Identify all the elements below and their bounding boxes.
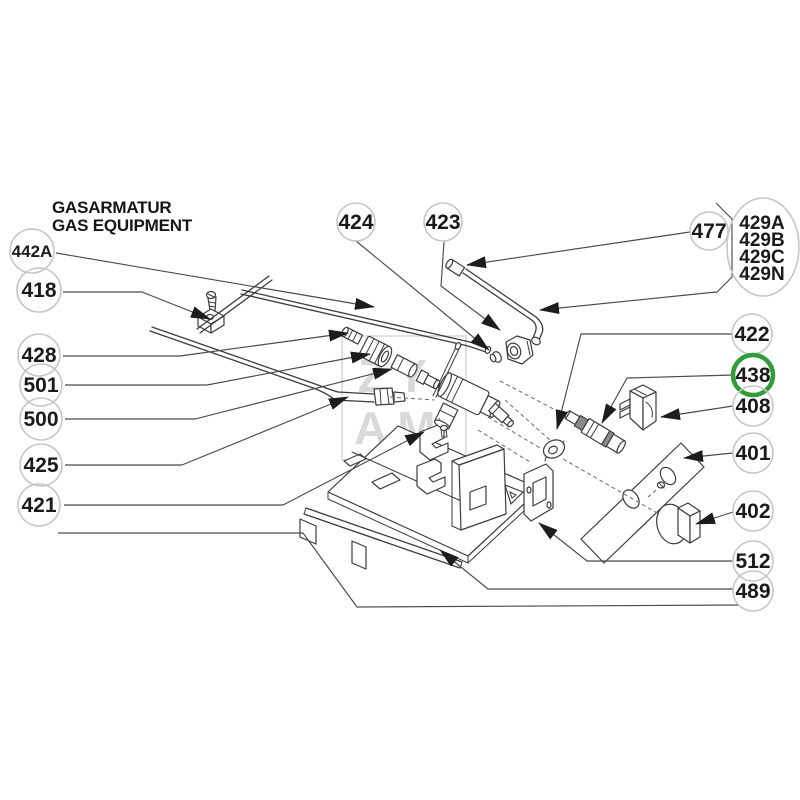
- pipe-fitting-part: [341, 326, 363, 345]
- part-label-408: 408: [735, 395, 770, 418]
- part-label-477: 477: [691, 220, 726, 243]
- thermo-pipe-part: [432, 342, 462, 398]
- support-rail-part: [299, 507, 463, 570]
- control-panel-part: [580, 442, 705, 564]
- variant-label-429C: 429C: [739, 247, 785, 268]
- leader-489: [439, 549, 733, 590]
- part-balloon-489[interactable]: 489: [732, 570, 774, 612]
- part-label-402: 402: [735, 500, 770, 523]
- part-balloon-423[interactable]: 423: [423, 202, 463, 242]
- leader-512: [538, 522, 733, 562]
- part-balloon-401[interactable]: 401: [732, 432, 774, 474]
- part-label-401: 401: [735, 442, 770, 465]
- parts-drawing: [149, 258, 705, 570]
- leader-408: [660, 405, 734, 421]
- variant-bracket: [715, 202, 733, 294]
- hex-nut-part: [505, 335, 534, 365]
- rocker-switch-part: [619, 384, 657, 431]
- part-balloon-424[interactable]: 424: [336, 202, 376, 242]
- part-label-418: 418: [21, 279, 56, 302]
- leader-421: [64, 431, 425, 506]
- grommet-part: [542, 439, 566, 462]
- leader-501: [65, 351, 371, 386]
- diagram-title: GASARMATUR GAS EQUIPMENT: [52, 198, 193, 235]
- part-label-424: 424: [338, 211, 373, 234]
- part-balloon-425[interactable]: 425: [19, 443, 63, 487]
- part-label-423: 423: [425, 211, 460, 234]
- sleeve-part: [390, 354, 418, 378]
- part-balloon-402[interactable]: 402: [732, 490, 774, 532]
- part-balloon-512[interactable]: 512: [732, 540, 774, 582]
- title-line-1: GASARMATUR: [52, 198, 172, 217]
- leader-418: [63, 291, 211, 320]
- leader-442A: [55, 252, 375, 310]
- part-balloon-422[interactable]: 422: [731, 313, 773, 355]
- part-balloon-500[interactable]: 500: [19, 397, 63, 441]
- gas-valve-part: [433, 372, 514, 438]
- leader-477-lower: [539, 291, 717, 315]
- knurled-nut-part: [358, 335, 393, 368]
- coupling-part: [415, 369, 441, 390]
- pipe-stub-part: [196, 275, 273, 334]
- part-balloon-421[interactable]: 421: [17, 483, 61, 527]
- leader-422: [555, 333, 733, 430]
- balloons: 442A 418 428 501 500 425 421 424: [9, 202, 776, 612]
- part-balloon-477[interactable]: 477: [689, 211, 729, 251]
- variant-label-429A: 429A: [739, 213, 785, 234]
- leader-424: [355, 240, 490, 351]
- retaining-clips-part: [416, 424, 449, 495]
- part-label-501: 501: [23, 374, 58, 397]
- leader-500: [65, 367, 393, 420]
- part-balloon-442A[interactable]: 442A: [9, 228, 55, 274]
- switch-bracket-part: [523, 463, 554, 522]
- leader-425: [65, 396, 349, 466]
- olive-ring-part: [489, 351, 502, 363]
- variant-label-429B: 429B: [739, 230, 784, 251]
- variant-list[interactable]: 429A 429B 429C 429N: [726, 197, 800, 297]
- leader-lines: [55, 202, 740, 608]
- part-balloon-428[interactable]: 428: [17, 333, 61, 377]
- part-label-438: 438: [735, 364, 770, 387]
- upright-bracket-part: [451, 444, 507, 531]
- part-label-422: 422: [734, 323, 769, 346]
- part-balloon-438-highlighted[interactable]: 438: [730, 352, 776, 398]
- part-label-428: 428: [21, 344, 56, 367]
- part-label-489: 489: [735, 580, 770, 603]
- part-balloon-408[interactable]: 408: [732, 385, 774, 427]
- part-balloon-501[interactable]: 501: [19, 363, 63, 407]
- part-label-442A: 442A: [12, 242, 53, 261]
- title-line-2: GAS EQUIPMENT: [52, 216, 193, 235]
- part-label-425: 425: [23, 454, 58, 477]
- alignment-dashes: [389, 380, 660, 515]
- gusset-bracket-part: [504, 484, 524, 505]
- leader-477-upper: [466, 231, 691, 269]
- screw-part: [205, 290, 217, 321]
- part-balloon-418[interactable]: 418: [16, 267, 62, 313]
- part-label-512: 512: [735, 550, 770, 573]
- leader-489-long: [58, 532, 740, 608]
- part-label-421: 421: [21, 494, 56, 517]
- variant-label-429N: 429N: [739, 264, 784, 285]
- leader-401: [683, 450, 734, 463]
- thermo-element-part: [564, 410, 626, 454]
- elbow-pipe-part: [445, 258, 544, 346]
- leader-428: [63, 329, 349, 357]
- leader-423: [440, 241, 501, 331]
- part-label-500: 500: [23, 408, 58, 431]
- leader-438: [601, 374, 734, 424]
- leader-402: [695, 511, 734, 525]
